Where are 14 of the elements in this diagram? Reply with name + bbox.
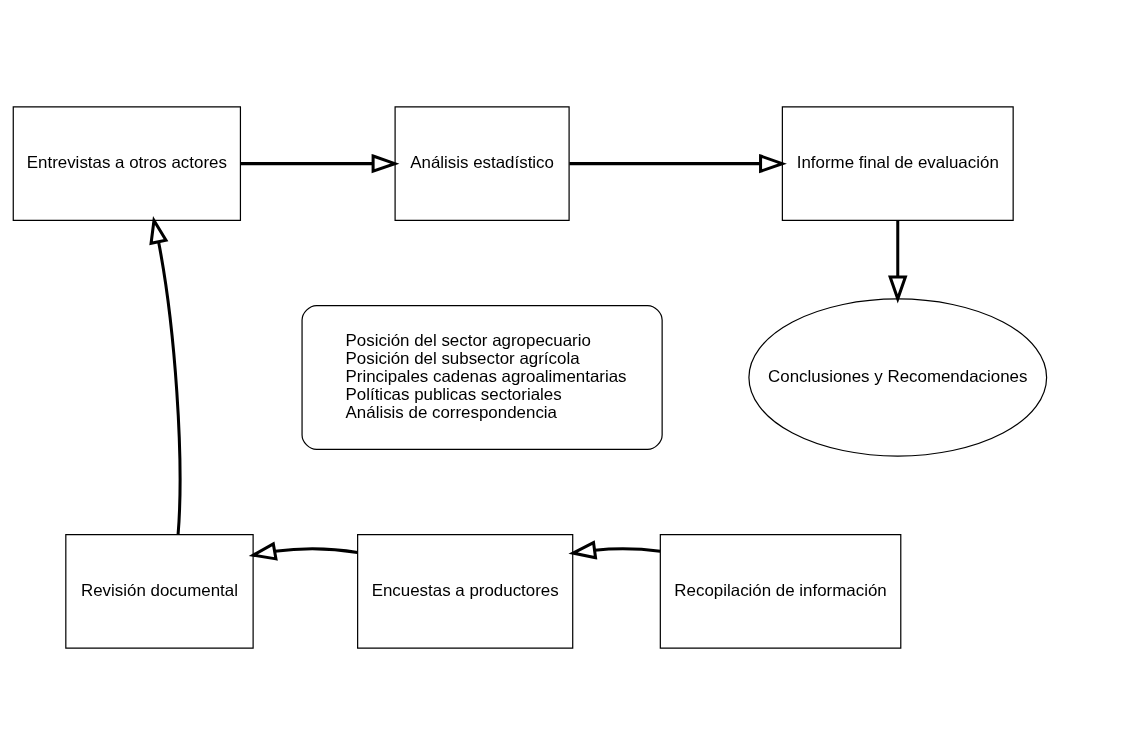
node-box: Posición del sector agropecuario Posición del subsector agrícola Principales cadenas agroalimentarias Políticas publicas sectoriales Análisis de correspondencia [301, 304, 663, 450]
node-box: Recopilación de información [659, 533, 902, 649]
node-box: Análisis estadístico [394, 105, 570, 221]
node-box: Entrevistas a otros actores [12, 105, 242, 221]
arrow [888, 220, 908, 303]
arrow [149, 215, 182, 535]
arrow [568, 539, 661, 560]
node-box: Encuestas a productores [357, 533, 574, 649]
node-ellipse: Conclusiones y Recomendaciones [748, 297, 1048, 457]
arrow [240, 153, 400, 173]
node-box: Informe final de evaluación [781, 105, 1014, 221]
node-box: Revisión documental [65, 533, 254, 649]
arrow [248, 541, 358, 561]
arrow [569, 153, 787, 173]
